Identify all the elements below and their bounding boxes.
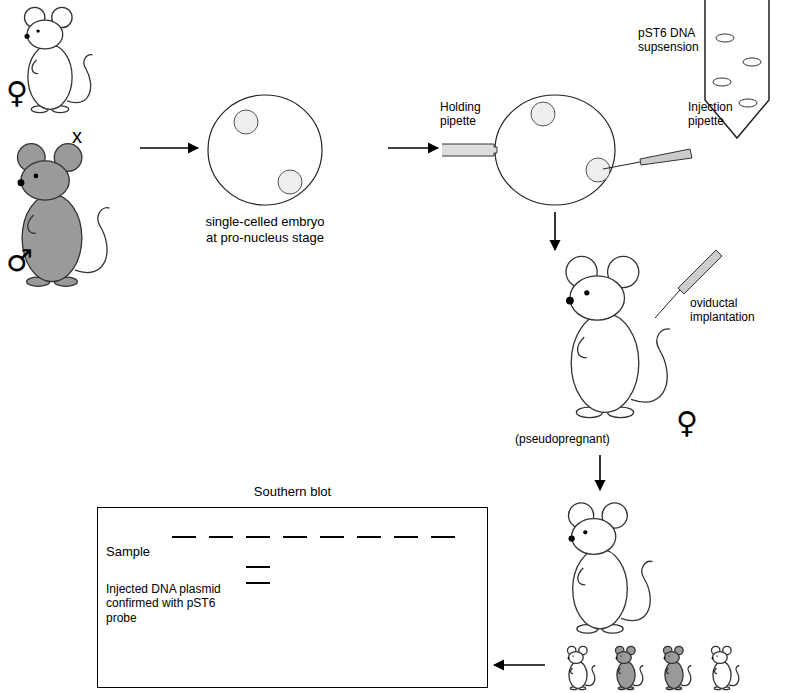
result-note: Injected DNA plasmid confirmed with pST6… <box>106 582 236 625</box>
panel-title: Southern blot <box>97 484 488 504</box>
plasmid <box>713 78 731 86</box>
process-arrow <box>388 147 438 149</box>
gender-symbol: ♂ <box>6 246 33 276</box>
process-arrow <box>140 147 198 149</box>
mouse-head <box>569 652 584 664</box>
blot-band <box>357 536 381 538</box>
process-arrow <box>599 455 601 490</box>
mouse-eye <box>34 174 39 179</box>
mouse-nose <box>566 297 574 305</box>
mouse-body <box>571 314 639 413</box>
embryo <box>495 95 615 205</box>
mouse-head <box>570 276 625 320</box>
blot-band <box>394 536 418 538</box>
mouse-nose <box>25 34 30 39</box>
blot-band <box>246 582 270 584</box>
cross-sign: x <box>72 126 82 146</box>
mouse-body <box>569 662 587 689</box>
mouse-eye <box>584 290 589 295</box>
tube-label: pST6 DNA supsension <box>638 26 704 55</box>
blot-band <box>320 536 344 538</box>
blot-band <box>246 536 270 538</box>
mouse-arm <box>715 668 717 674</box>
blot-panel: Southern blotSampleInjected DNA plasmid … <box>97 484 488 688</box>
mouse-nose <box>664 657 666 659</box>
injection-pipette <box>640 149 692 165</box>
lane-label: Sample <box>106 544 166 560</box>
mouse-arm <box>32 60 38 74</box>
process-arrow <box>554 212 556 250</box>
pronucleus <box>586 158 610 182</box>
mouse-nose <box>18 179 25 186</box>
blot-band <box>209 536 233 538</box>
mouse-nose <box>569 535 575 541</box>
mouse-nose <box>616 657 618 659</box>
mouse-nose <box>568 657 570 659</box>
mouse-eye <box>36 29 39 32</box>
mouse-arm <box>667 668 669 674</box>
pronucleus <box>531 102 555 126</box>
embryo-circle: single-celled embryo at pro-nucleus stag… <box>200 92 330 245</box>
mouse <box>568 646 596 689</box>
embryo <box>208 95 322 205</box>
gender-symbol: ♀ <box>6 78 28 108</box>
mouse-body <box>573 549 628 629</box>
mouse-body <box>713 662 731 689</box>
mouse-arm <box>578 337 587 358</box>
mouse-head <box>27 20 63 49</box>
pipette-label: Injection pipette <box>688 100 754 129</box>
mouse-head <box>572 519 616 555</box>
pipette-label: Holding pipette <box>440 100 500 129</box>
pronucleus <box>278 170 302 194</box>
mouse <box>616 646 644 689</box>
mouse <box>25 7 93 112</box>
gender-symbol: ♀ <box>676 408 698 438</box>
mouse-eye <box>583 530 587 534</box>
mouse-eye <box>620 655 621 656</box>
mouse-body <box>665 662 683 689</box>
mouse-head <box>713 652 728 664</box>
blot-band <box>431 536 455 538</box>
injection-pipette <box>603 162 640 169</box>
mouse <box>664 646 692 689</box>
mouse-nose <box>712 657 714 659</box>
mouse-arm <box>571 668 573 674</box>
mouse-head <box>665 652 680 664</box>
blot-band <box>246 566 270 568</box>
plasmid <box>743 58 761 66</box>
pronucleus <box>234 110 258 134</box>
mouse-body <box>28 45 72 110</box>
mouse-body <box>617 662 635 689</box>
mouse-arm <box>28 215 36 233</box>
plasmid <box>739 99 757 107</box>
mouse <box>566 256 670 417</box>
blot-band <box>172 536 196 538</box>
mouse <box>712 646 740 689</box>
mouse-arm <box>619 668 621 674</box>
blot-band <box>283 536 307 538</box>
embryo-outline <box>200 92 330 208</box>
plasmid <box>716 34 734 42</box>
mouse-eye <box>668 655 669 656</box>
blot-frame: SampleInjected DNA plasmid confirmed wit… <box>97 507 488 688</box>
embryo-label: single-celled embryo at pro-nucleus stag… <box>200 214 330 245</box>
holding-pipette <box>442 144 497 156</box>
mouse-eye <box>572 655 573 656</box>
mouse <box>569 503 653 633</box>
step-label: oviductal implantation <box>690 296 770 325</box>
step-label: (pseudopregnant) <box>515 432 610 446</box>
process-arrow <box>494 664 545 666</box>
implantation-pipette <box>655 290 680 318</box>
mouse-eye <box>716 655 717 656</box>
mouse-head <box>617 652 632 664</box>
mouse-head <box>21 161 69 200</box>
implantation-pipette <box>678 250 722 294</box>
mouse-arm <box>578 568 585 585</box>
